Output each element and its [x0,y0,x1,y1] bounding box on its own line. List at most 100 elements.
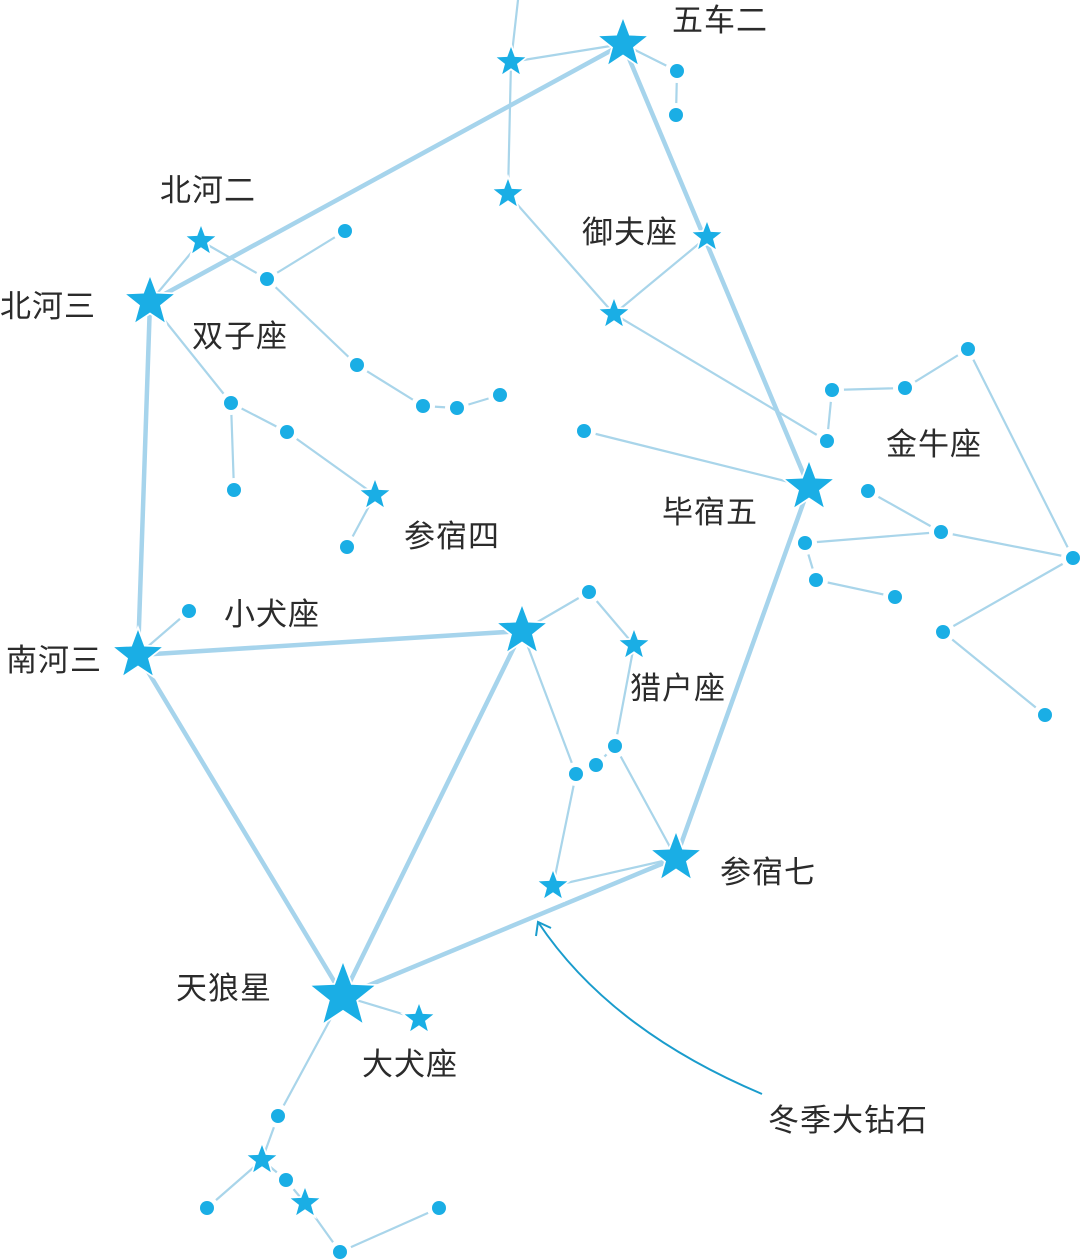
star-dot-icon [200,1201,214,1215]
star-dot-icon [450,401,464,415]
diamond-edge [673,484,812,861]
label-castor: 北河二 [160,173,256,209]
constellation-line [803,530,943,545]
diamond-edge [135,299,153,658]
star-dot-icon [224,396,238,410]
constellation-line [509,42,625,64]
star-dot-icon [608,739,622,753]
star-icon [114,630,162,676]
constellation-line [199,239,269,281]
star-icon [692,222,722,250]
label-aldebaran: 毕宿五 [662,495,758,531]
label-auriga: 御夫座 [582,215,678,251]
constellation-line [941,630,1047,717]
label-taurus: 金牛座 [886,427,982,463]
label-orion: 猎户座 [630,671,726,707]
star-dot-icon [333,1245,347,1259]
star-dot-icon [280,425,294,439]
star-icon [538,871,568,899]
star-icon [404,1004,434,1032]
star-dot-icon [493,388,507,402]
label-sirius: 天狼星 [176,971,272,1007]
star-icon [619,630,649,658]
star-dot-icon [260,272,274,286]
diamond-edge [340,855,679,999]
label-rigel: 参宿七 [720,855,816,891]
star-dot-icon [279,1173,293,1187]
winter-diamond-arrow [535,920,763,1095]
star-icon [785,462,833,508]
label-gemini: 双子座 [192,319,288,355]
diamond-edge [135,628,525,658]
label-betelgeuse: 参宿四 [404,519,500,555]
constellation-line [866,489,943,534]
diamond-edge [620,41,812,490]
star-dot-icon [577,424,591,438]
star-dot-icon [569,767,583,781]
star-icon [599,19,647,65]
diamond-edge [135,652,346,999]
constellation-line [265,277,359,367]
star-dot-icon [340,540,354,554]
star-icon [126,277,174,323]
star-dot-icon [936,625,950,639]
stars [109,14,1080,1260]
winter-diamond-outline [135,41,812,999]
constellation-line [613,744,678,860]
label-canis-minor: 小犬座 [224,597,320,633]
label-procyon: 南河三 [6,643,102,679]
star-dot-icon [271,1109,285,1123]
star-dot-icon [825,383,839,397]
constellation-line [941,556,1075,634]
star-dot-icon [182,604,196,618]
star-dot-icon [1066,551,1080,565]
star-icon [290,1188,320,1216]
diamond-edge [147,41,626,305]
constellation-line [814,578,897,599]
star-dot-icon [861,484,875,498]
star-dot-icon [888,590,902,604]
star-icon [599,299,629,327]
constellation-line [582,429,811,489]
constellation-line [939,530,1075,560]
label-capella: 五车二 [672,3,768,39]
star-icon [493,179,523,207]
label-winter-diamond: 冬季大钻石 [768,1103,928,1139]
constellation-line [229,401,236,492]
constellation-line [612,235,709,316]
constellation-line [830,386,907,392]
star-icon [496,47,526,75]
star-icon [652,833,700,879]
constellation-line [265,229,347,281]
star-icon [247,1145,277,1173]
star-dot-icon [227,483,241,497]
constellation-line [551,856,678,888]
star-dot-icon [820,434,834,448]
constellation-line [506,60,513,196]
star-dot-icon [670,64,684,78]
label-pollux: 北河三 [0,289,96,325]
constellation-line [903,347,970,390]
constellation-line [285,430,377,497]
constellation-line [338,1206,441,1254]
diamond-edge [340,628,525,999]
constellation-line [355,363,425,408]
constellation-line [613,643,636,748]
constellation-line [520,629,578,776]
star-dot-icon [350,358,364,372]
star-icon [360,480,390,508]
star-dot-icon [934,525,948,539]
star-icon [311,963,375,1023]
star-icon [498,606,546,652]
star-dot-icon [898,381,912,395]
star-dot-icon [338,224,352,238]
constellation-line [506,192,616,316]
star-dot-icon [1038,708,1052,722]
pointer-arrow [537,921,763,1095]
constellation-line [612,312,829,443]
star-dot-icon [798,536,812,550]
label-canis-major: 大犬座 [362,1047,458,1083]
star-dot-icon [669,108,683,122]
star-dot-icon [589,758,603,772]
